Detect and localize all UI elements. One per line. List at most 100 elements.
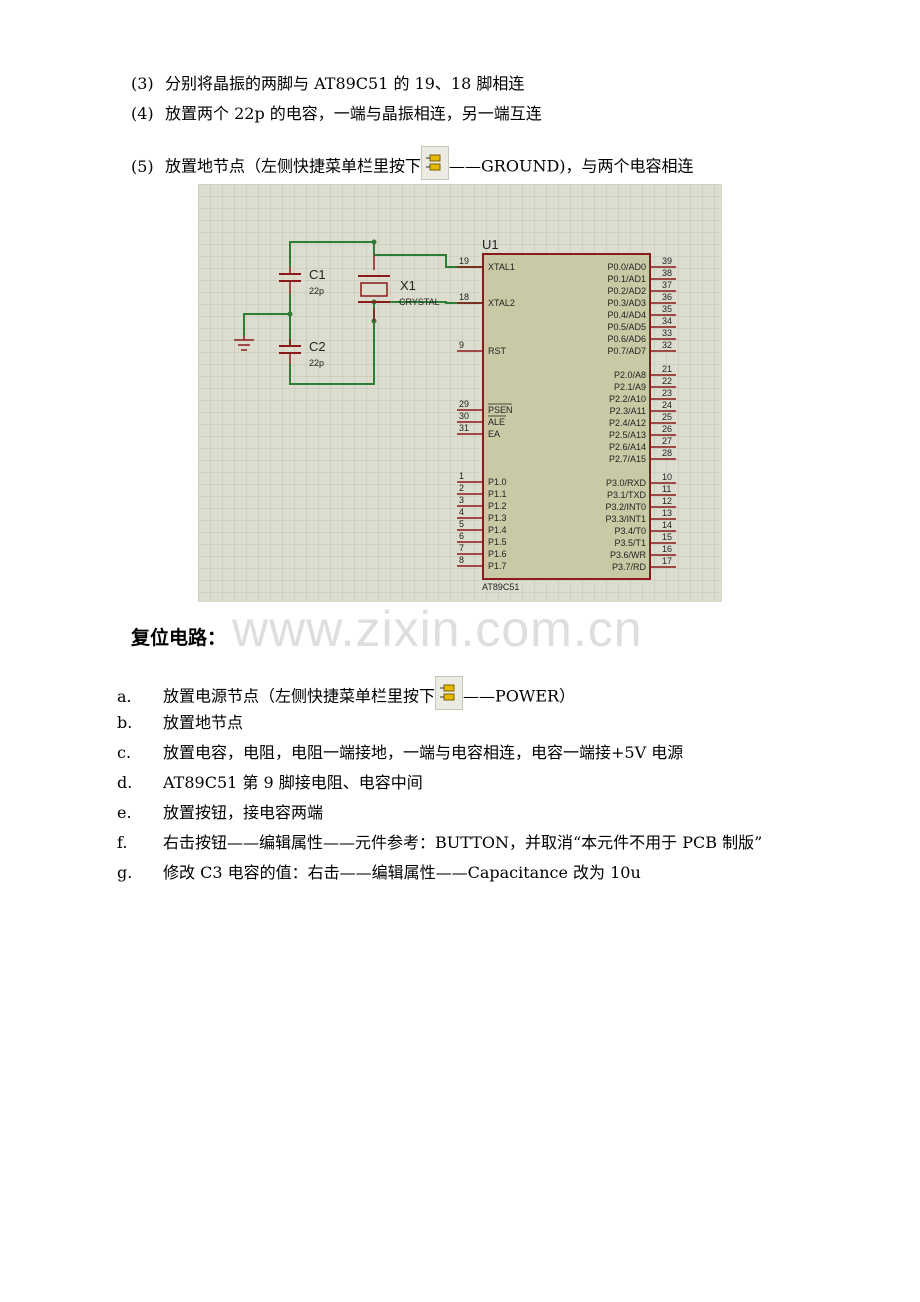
pin-number: 5 — [459, 519, 464, 529]
pin-name: P0.0/AD0 — [607, 262, 646, 272]
pin-number: 23 — [662, 388, 672, 398]
pin-number: 38 — [662, 268, 672, 278]
left-pin-p12: 3P1.2 — [457, 495, 507, 511]
pin-name: P1.7 — [488, 561, 507, 571]
pin-number: 22 — [662, 376, 672, 386]
pin-number: 19 — [459, 256, 469, 266]
chip-name: AT89C51 — [482, 582, 519, 592]
pin-name: P0.3/AD3 — [607, 298, 646, 308]
pin-name: P2.5/A13 — [609, 430, 646, 440]
item-text: 放置电容，电阻，电阻一端接地，一端与电容相连，电容一端接+5V 电源 — [163, 743, 684, 762]
pin-name: P2.6/A14 — [609, 442, 646, 452]
pin-number: 15 — [662, 532, 672, 542]
x1-value: CRYSTAL — [399, 297, 440, 307]
left-pin-p13: 4P1.3 — [457, 507, 507, 523]
step-number: (3) — [131, 74, 154, 93]
item-label: d. — [117, 773, 133, 792]
c2-value: 22p — [309, 358, 324, 368]
pin-number: 34 — [662, 316, 672, 326]
left-pin-p10: 1P1.0 — [457, 471, 507, 487]
pin-name: P3.4/T0 — [614, 526, 646, 536]
pin-name: P1.6 — [488, 549, 507, 559]
item-text: 右击按钮——编辑属性——元件参考：BUTTON，并取消“本元件不用于 PCB 制… — [163, 833, 763, 852]
chip-ref: U1 — [482, 237, 499, 252]
pin-name: P0.2/AD2 — [607, 286, 646, 296]
pin-name: P1.3 — [488, 513, 507, 523]
pin-number: 17 — [662, 556, 672, 566]
pin-name: PSEN — [488, 405, 513, 415]
terminal-tool-icon — [421, 146, 450, 180]
pin-name: XTAL2 — [488, 298, 515, 308]
left-pin-p17: 8P1.7 — [457, 555, 507, 571]
item-text-before: 放置电源节点（左侧快捷菜单栏里按下 — [163, 686, 436, 706]
reset-step-d: d.AT89C51 第 9 脚接电阻、电容中间 — [117, 773, 423, 793]
reset-step-f: f.右击按钮——编辑属性——元件参考：BUTTON，并取消“本元件不用于 PCB… — [117, 833, 762, 853]
pin-name: P1.2 — [488, 501, 507, 511]
crystal-x1: X1 CRYSTAL — [358, 255, 440, 321]
pin-number: 4 — [459, 507, 464, 517]
c1-value: 22p — [309, 286, 324, 296]
pin-number: 30 — [459, 411, 469, 421]
watermark: www.zixin.com.cn — [232, 601, 643, 657]
pin-number: 24 — [662, 400, 672, 410]
pin-number: 9 — [459, 340, 464, 350]
pin-number: 10 — [662, 472, 672, 482]
item-text: 放置地节点 — [163, 713, 244, 732]
pin-number: 2 — [459, 483, 464, 493]
ground-symbol — [234, 336, 254, 351]
pin-name: P2.2/A10 — [609, 394, 646, 404]
pin-number: 12 — [662, 496, 672, 506]
left-pin-p11: 2P1.1 — [457, 483, 507, 499]
item-label: e. — [117, 803, 132, 822]
step-5: (5)放置地节点（左侧快捷菜单栏里按下——GROUND)，与两个电容相连 — [131, 146, 694, 184]
pin-number: 37 — [662, 280, 672, 290]
pin-number: 32 — [662, 340, 672, 350]
pin-number: 3 — [459, 495, 464, 505]
capacitor-c2: C2 22p — [279, 339, 326, 368]
pin-number: 6 — [459, 531, 464, 541]
step-4: (4)放置两个 22p 的电容，一端与晶振相连，另一端互连 — [131, 104, 542, 124]
pin-name: P0.1/AD1 — [607, 274, 646, 284]
c2-ref: C2 — [309, 339, 326, 354]
pin-name: P3.7/RD — [612, 562, 647, 572]
step-text: 分别将晶振的两脚与 AT89C51 的 19、18 脚相连 — [165, 74, 525, 93]
pin-number: 14 — [662, 520, 672, 530]
pin-name: P0.4/AD4 — [607, 310, 646, 320]
pin-number: 16 — [662, 544, 672, 554]
pin-name: P1.4 — [488, 525, 507, 535]
item-label: c. — [117, 743, 132, 762]
pin-name: P2.3/A11 — [610, 406, 646, 416]
pin-name: P3.2/INT0 — [605, 502, 646, 512]
pin-number: 31 — [459, 423, 469, 433]
pin-number: 35 — [662, 304, 672, 314]
pin-name: P2.4/A12 — [609, 418, 646, 428]
x1-ref: X1 — [400, 278, 416, 293]
reset-step-b: b.放置地节点 — [117, 713, 243, 733]
pin-number: 28 — [662, 448, 672, 458]
pin-name: XTAL1 — [488, 262, 515, 272]
pin-name: RST — [488, 346, 507, 356]
step-text-after: ——GROUND)，与两个电容相连 — [449, 156, 694, 176]
pin-number: 27 — [662, 436, 672, 446]
pin-number: 33 — [662, 328, 672, 338]
